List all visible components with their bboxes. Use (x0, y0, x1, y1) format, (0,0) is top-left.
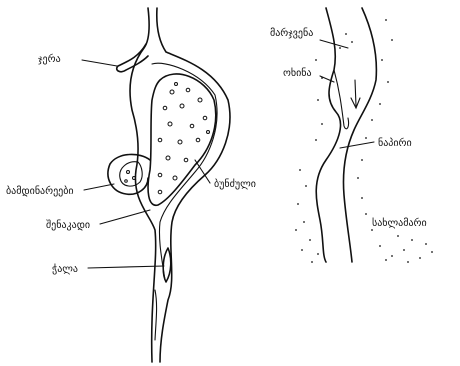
label-right: ბუნძული (214, 178, 256, 190)
top-side-branch (117, 44, 148, 72)
label-bottom-right: სახლამარი (372, 217, 427, 229)
channel-inner-wall (152, 63, 217, 280)
tributary-inner (120, 162, 142, 186)
leader-lower-left (100, 210, 150, 224)
leader-middle-left (84, 184, 114, 190)
label-lower-left: შენაკადი (46, 219, 90, 231)
label-top: მარჯვენა (270, 27, 313, 39)
label-middle-left: ბამდინარეები (6, 185, 74, 197)
bank-notch (334, 70, 349, 129)
label-upper-left: ოხინა (283, 67, 312, 79)
right-bank-figure: მარჯვენა ოხინა ნაპირი სახლამარი (270, 8, 433, 263)
label-bottom-left: ჭალა (52, 263, 78, 275)
tributary-texture (125, 171, 136, 183)
lower-bar (163, 248, 171, 282)
left-bank-line (316, 8, 340, 262)
flow-arrow (355, 80, 356, 106)
leader-middle-right (340, 142, 374, 148)
bottom-stream (155, 290, 157, 340)
left-river-figure: ჯერა ბუნძული ბამდინარეები შენაკადი ჭალა (6, 8, 256, 362)
label-top-left: ჯერა (38, 53, 61, 65)
label-middle-right: ნაპირი (378, 137, 412, 149)
tributary-loop (108, 154, 150, 194)
leader-top-left (82, 60, 117, 66)
leader-bottom-left (88, 266, 164, 268)
